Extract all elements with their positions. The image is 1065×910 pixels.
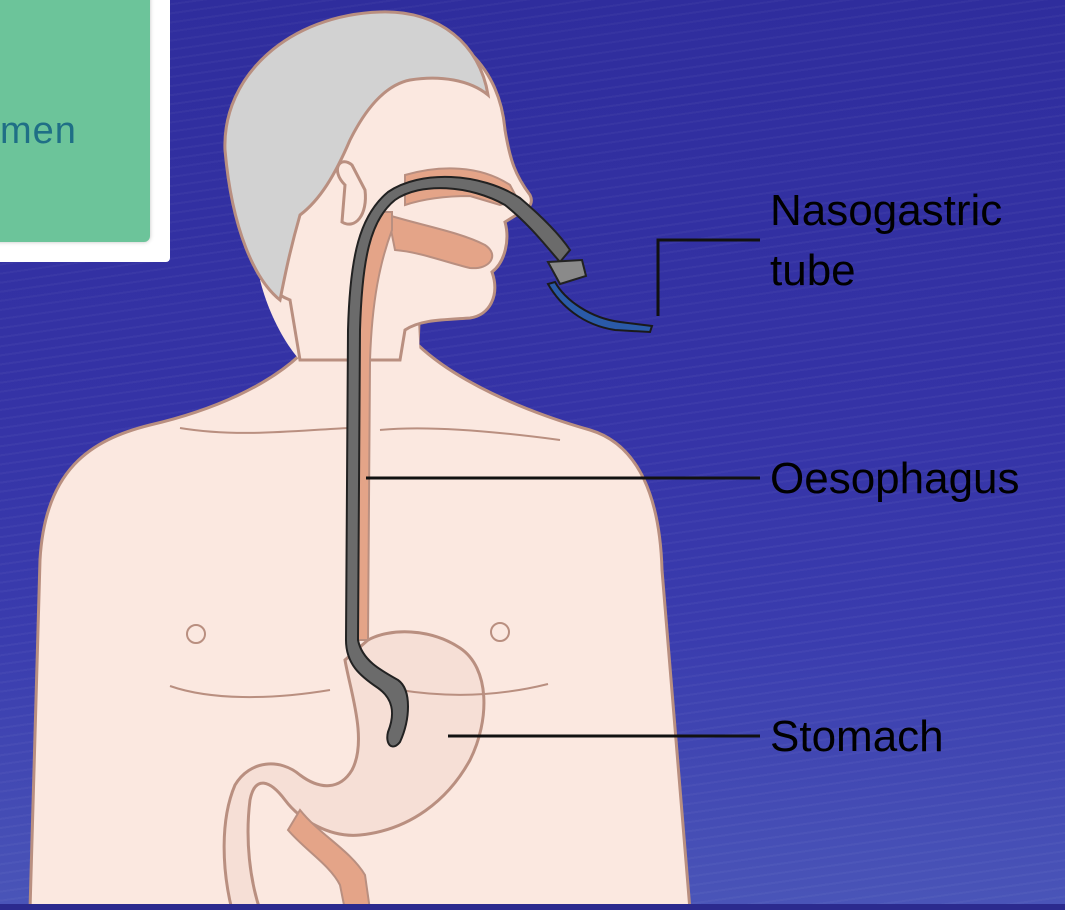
nasogastric-leader-line [658,240,760,316]
oesophagus-label: Oesophagus [770,450,1020,508]
tube-connector-icon [548,260,586,284]
bottom-edge [0,904,1065,910]
nasogastric-label-line1: Nasogastric [770,182,1002,240]
stomach-label: Stomach [770,708,944,766]
tube-tail [548,282,652,332]
nasogastric-label-line2: tube [770,242,856,300]
